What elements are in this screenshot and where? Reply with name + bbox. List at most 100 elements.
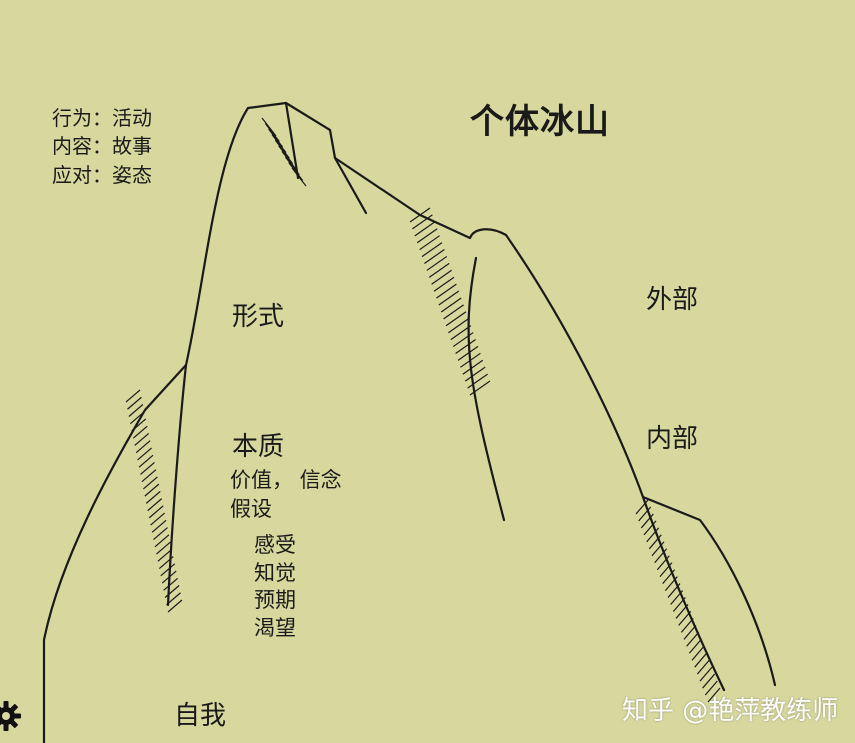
hatch-center-cleft — [416, 228, 438, 244]
hatch-right-slope — [654, 548, 668, 564]
label-yearnings: 渴望 — [254, 616, 296, 641]
hatch-center-cleft — [462, 359, 484, 375]
label-external: 外部 — [646, 285, 699, 315]
watermark: 知乎 @艳萍教练师 — [622, 696, 839, 726]
label-assumptions: 假设 — [230, 497, 272, 521]
diagram-title: 个体冰山 — [470, 102, 610, 142]
hatch-center-cleft — [445, 311, 467, 327]
hatch-left-slope — [158, 556, 174, 570]
hatch-left-slope — [134, 432, 150, 446]
hatch-right-slope — [643, 520, 657, 536]
hatch-right-slope — [656, 555, 670, 571]
cleft-line — [333, 156, 368, 215]
gear-icon[interactable] — [0, 700, 22, 732]
hatch-left-slope — [154, 534, 170, 548]
hatch-right-slope — [699, 666, 713, 682]
hatch-top-peak — [271, 134, 287, 154]
inner-layers: 感受 知觉 预期 渴望 — [254, 532, 296, 643]
hatch-left-slope — [160, 563, 176, 577]
hatch-top-peak — [284, 156, 300, 176]
hatch-center-cleft — [443, 304, 464, 320]
hatch-right-slope — [686, 631, 700, 647]
label-form: 形式 — [232, 302, 285, 332]
hatch-left-slope — [128, 404, 144, 417]
hatch-left-slope — [150, 512, 166, 526]
hatch-right-slope — [678, 611, 692, 626]
hatch-center-cleft — [467, 373, 488, 389]
hatch-center-cleft — [469, 380, 491, 396]
hatch-right-slope — [672, 597, 686, 612]
right-inner-edge — [641, 495, 726, 692]
hatch-center-cleft — [440, 297, 462, 313]
top-left-notes: 行为：活动 内容：故事 应对：姿态 — [52, 104, 152, 189]
hatch-top-peak — [274, 139, 290, 159]
hatch-center-cleft — [450, 325, 472, 341]
hatch-left-slope — [125, 389, 141, 403]
hatch-left-slope — [132, 425, 148, 439]
hatch-center-cleft — [424, 249, 445, 265]
hatch-left-slope — [157, 548, 173, 562]
hatch-center-cleft — [448, 318, 469, 334]
hatch-left-slope — [148, 505, 164, 519]
hatch-center-cleft — [455, 338, 476, 354]
center-ridge-line — [467, 256, 506, 522]
hatch-right-slope — [707, 687, 721, 703]
hatch-right-slope — [683, 624, 697, 640]
hatch-right-slope — [696, 659, 710, 675]
hatch-top-peak — [278, 145, 294, 165]
hatch-top-peak — [281, 150, 297, 170]
hatch-right-slope — [662, 569, 676, 585]
hatch-right-slope — [694, 652, 708, 668]
hatch-right-slope — [640, 513, 654, 529]
hatch-center-cleft — [464, 366, 486, 382]
label-feelings: 感受 — [254, 533, 296, 557]
hatch-right-slope — [680, 617, 694, 633]
hatch-left-slope — [151, 519, 167, 533]
left-peak-inner-ridge — [284, 101, 300, 180]
note-behavior: 行为：活动 — [52, 106, 152, 130]
hatch-left-slope — [145, 490, 161, 504]
hatch-center-cleft — [452, 332, 474, 348]
label-self: 自我 — [174, 701, 227, 731]
hatch-center-cleft — [431, 269, 452, 285]
hatch-left-slope — [166, 592, 181, 606]
hatch-left-slope — [140, 461, 155, 475]
hatch-center-cleft — [428, 262, 450, 278]
hatch-right-slope — [670, 590, 684, 605]
hatch-right-slope — [688, 638, 702, 654]
label-essence: 本质 — [232, 432, 285, 462]
hatch-left-slope — [164, 585, 180, 598]
hatch-left-slope — [156, 541, 171, 555]
hatch-top-peak — [291, 167, 307, 187]
label-perceptions: 知觉 — [254, 560, 296, 585]
hatch-left-slope — [131, 418, 147, 432]
hatch-top-peak — [288, 162, 304, 181]
hatch-center-cleft — [421, 242, 443, 258]
hatch-center-cleft — [419, 235, 440, 251]
hatch-left-slope — [163, 577, 179, 591]
hatch-right-slope — [702, 673, 716, 689]
hatch-right-slope — [704, 680, 718, 696]
hatch-left-slope — [127, 396, 142, 410]
hatch-right-slope — [664, 576, 678, 591]
hatch-left-slope — [147, 498, 163, 512]
hatch-right-slope — [648, 534, 662, 550]
hatch-left-slope — [137, 447, 152, 461]
hatch-top-peak — [261, 117, 277, 137]
hatch-center-cleft — [433, 276, 455, 292]
hatch-left-slope — [141, 469, 157, 483]
left-peak-outline — [42, 101, 472, 743]
hatch-center-cleft — [457, 345, 479, 361]
hatch-right-slope — [667, 583, 681, 598]
hatch-center-cleft — [409, 207, 431, 223]
left-shoulder-edge — [166, 363, 188, 607]
hatch-center-cleft — [436, 283, 457, 299]
hatch-left-slope — [167, 599, 183, 613]
hatch-center-cleft — [438, 290, 460, 306]
label-values-beliefs: 价值， 信念 — [230, 468, 342, 492]
hatch-left-slope — [153, 527, 168, 541]
hatch-right-slope — [651, 541, 665, 557]
hatch-left-slope — [135, 440, 151, 454]
hatch-center-cleft — [412, 214, 433, 230]
